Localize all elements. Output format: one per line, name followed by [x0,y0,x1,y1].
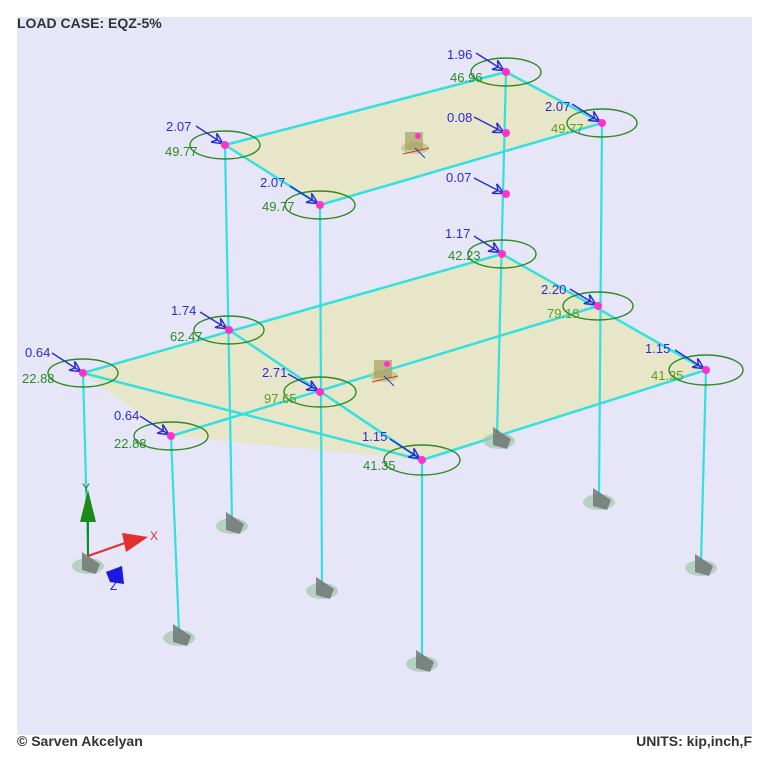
svg-text:0.64: 0.64 [25,345,50,360]
svg-text:1.15: 1.15 [645,341,670,356]
svg-text:0.07: 0.07 [446,170,471,185]
svg-text:1.15: 1.15 [362,429,387,444]
svg-text:2.07: 2.07 [260,175,285,190]
support-icon [306,577,338,599]
svg-text:2.20: 2.20 [541,282,566,297]
svg-text:1.17: 1.17 [445,226,470,241]
svg-text:2.07: 2.07 [545,99,570,114]
svg-text:1.74: 1.74 [171,303,196,318]
svg-text:41.35: 41.35 [363,458,396,473]
global-axes-icon: Y X Z [80,481,158,593]
svg-text:1.96: 1.96 [447,47,472,62]
diaphragm-center-icon [370,360,399,387]
svg-text:49.77: 49.77 [551,121,584,136]
svg-text:49.77: 49.77 [165,144,198,159]
svg-text:49.77: 49.77 [262,199,295,214]
units-label: UNITS: kip,inch,F [636,733,752,749]
force-arrows [51,52,703,458]
load-case-title: LOAD CASE: EQZ-5% [17,15,162,31]
support-icon [216,512,248,534]
svg-text:42.23: 42.23 [448,248,481,263]
svg-text:46.96: 46.96 [450,70,483,85]
svg-text:0.08: 0.08 [447,110,472,125]
svg-text:2.71: 2.71 [262,365,287,380]
supports [72,427,717,672]
roof-load-labels: 2.07 49.77 2.07 49.77 1.96 46.96 2.07 49… [165,47,584,214]
svg-text:22.88: 22.88 [114,436,147,451]
nodes[interactable] [79,68,710,464]
svg-text:97.65: 97.65 [264,391,297,406]
copyright-credit: © Sarven Akcelyan [17,733,143,749]
support-icon [583,488,615,510]
svg-text:2.07: 2.07 [166,119,191,134]
diaphragm-center-icon [401,132,430,159]
svg-text:X: X [150,529,158,543]
svg-text:Z: Z [110,579,117,593]
support-icon [483,427,515,449]
support-icon [72,552,104,574]
svg-text:79.18: 79.18 [547,306,580,321]
moment-arcs [47,57,744,476]
svg-text:62.47: 62.47 [170,329,203,344]
floor-slab [83,254,706,460]
svg-text:41.35: 41.35 [651,368,684,383]
support-icon [406,650,438,672]
svg-text:Y: Y [82,481,90,495]
floor-load-labels: 0.64 22.88 0.64 22.88 1.74 62.47 2.71 97… [22,226,684,473]
svg-text:0.64: 0.64 [114,408,139,423]
support-icon [163,624,195,646]
support-icon [685,554,717,576]
svg-text:22.88: 22.88 [22,371,55,386]
